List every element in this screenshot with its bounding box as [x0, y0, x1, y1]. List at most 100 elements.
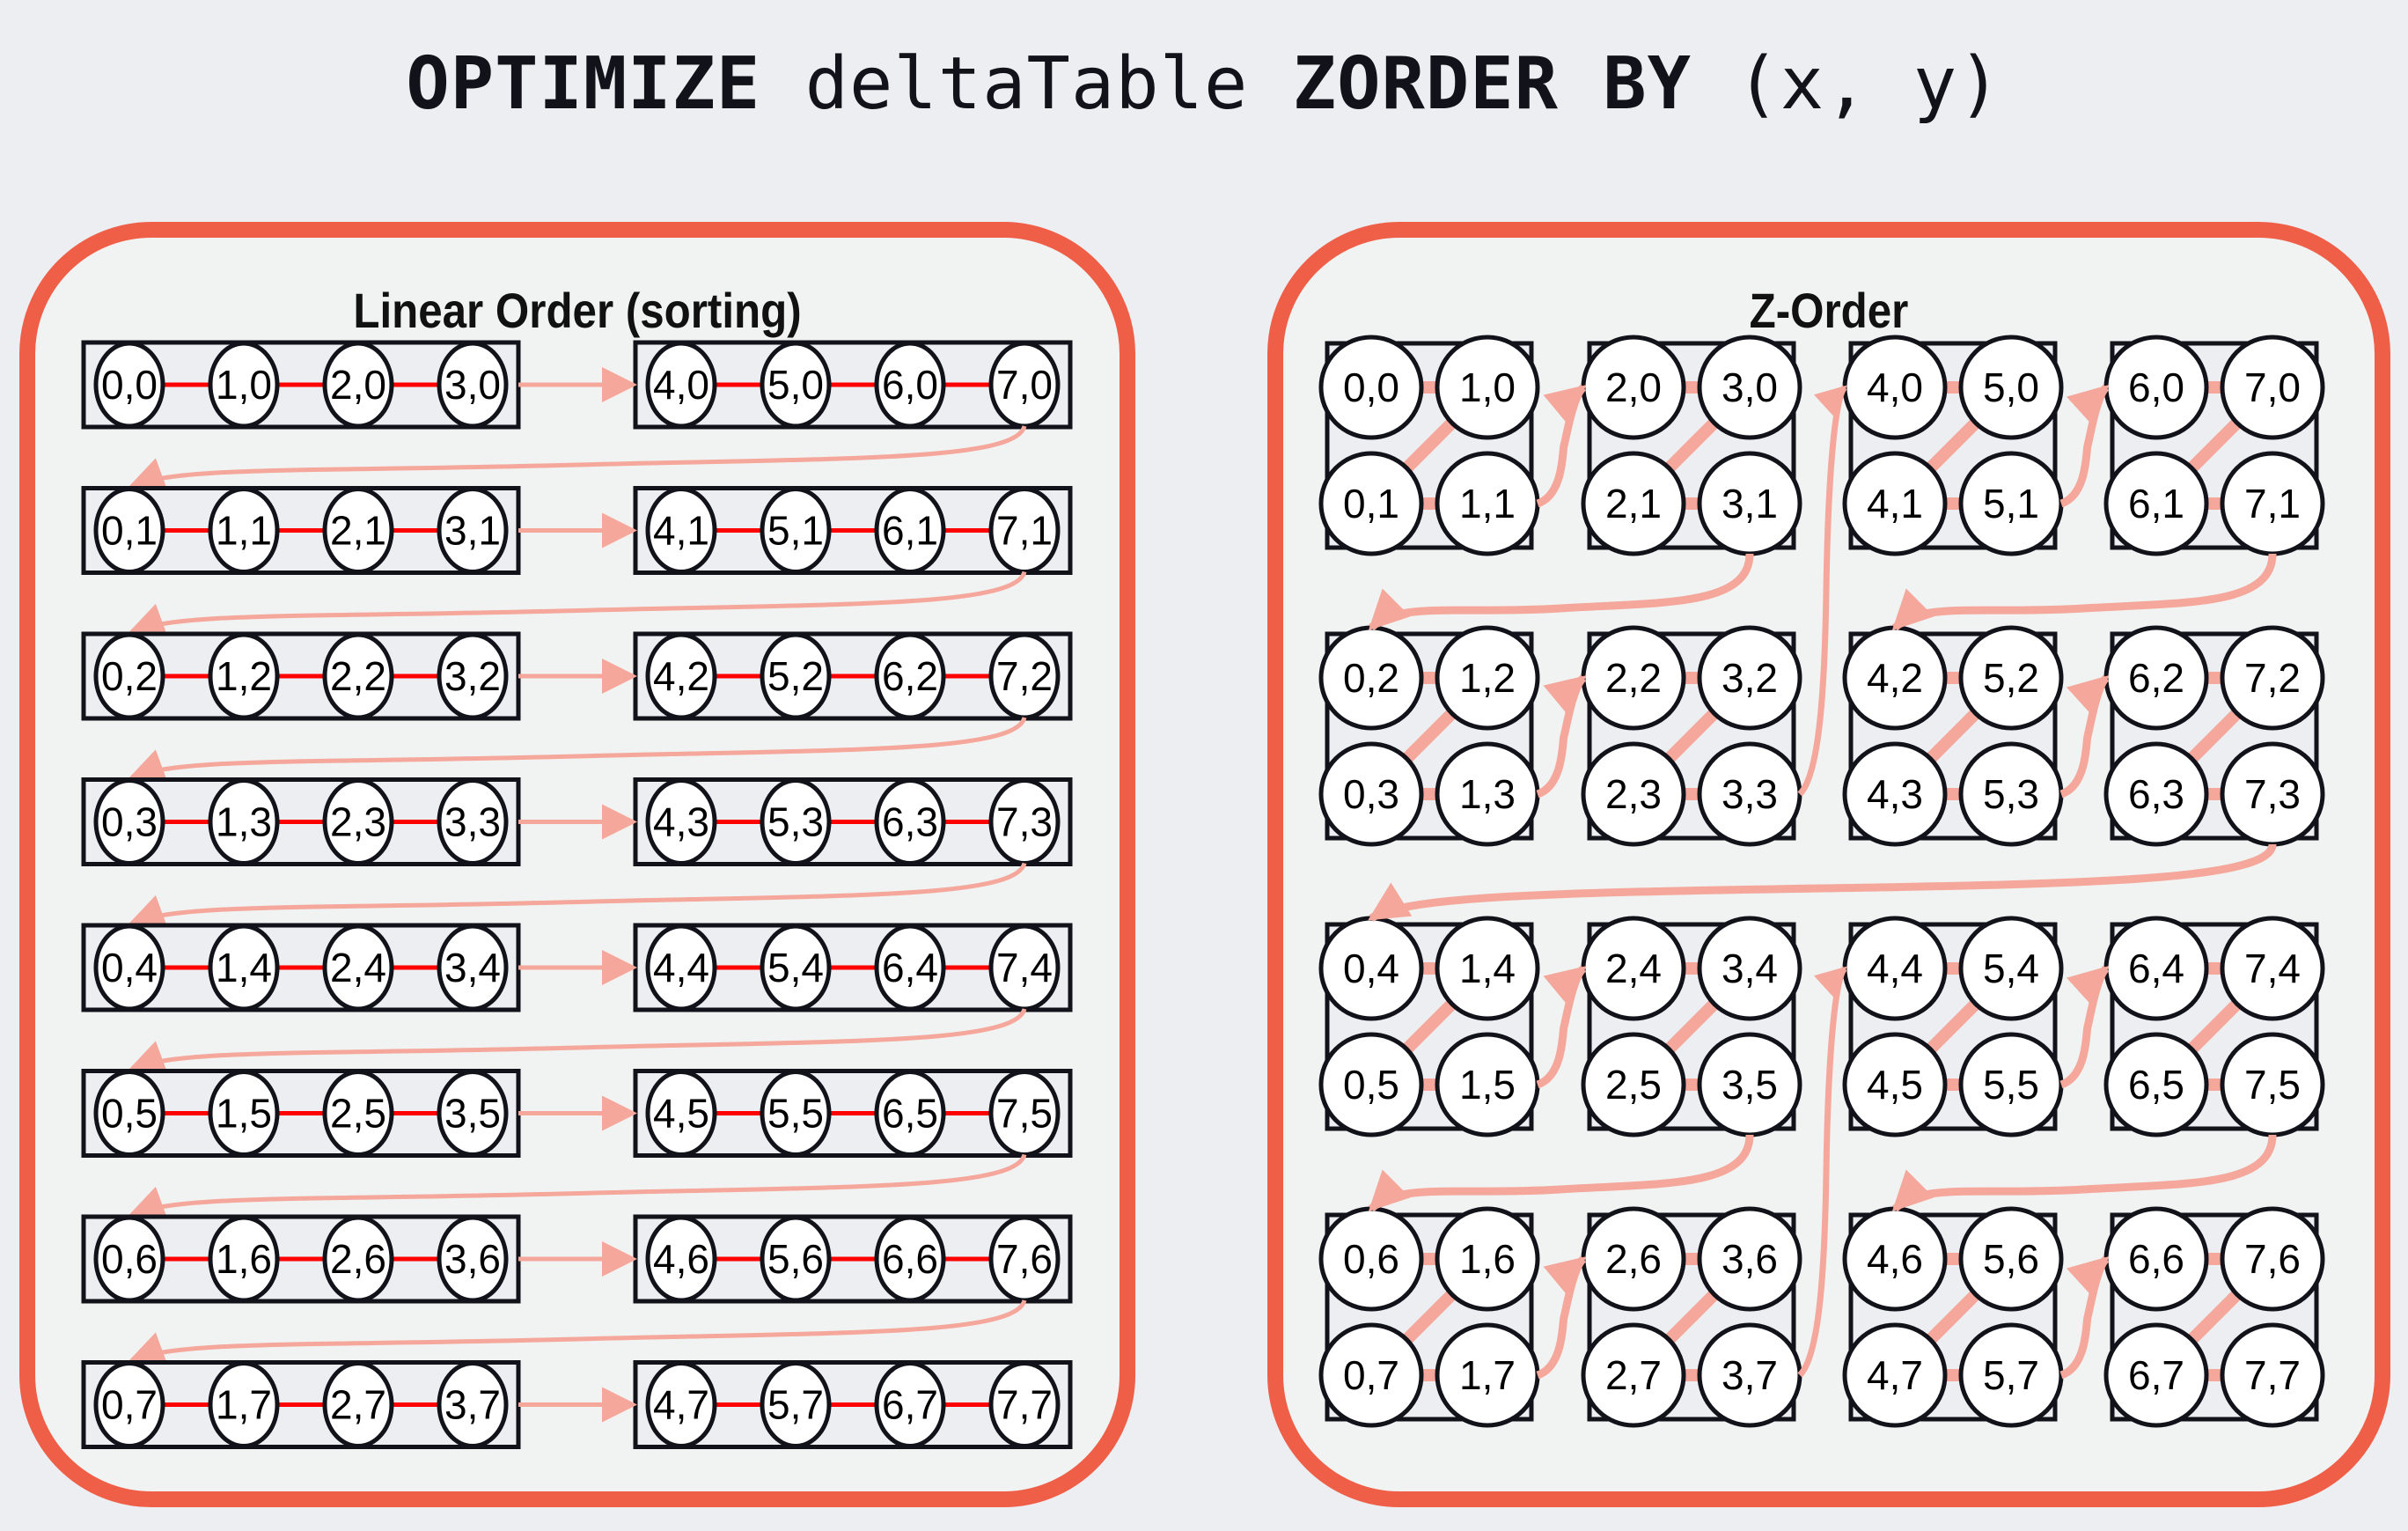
cell-node: 7,6: [988, 1215, 1061, 1303]
cell-node: 1,4: [208, 924, 280, 1012]
cell-node: 4,0: [645, 341, 717, 429]
cell-node: 7,7: [988, 1361, 1061, 1448]
cell-node: 6,1: [2103, 451, 2209, 556]
cell-node: 0,7: [93, 1361, 165, 1448]
cell-node: 4,2: [645, 632, 717, 720]
cell-node: 0,3: [93, 778, 165, 865]
cell-label: 4,3: [653, 799, 709, 845]
cell-label: 1,0: [216, 362, 272, 408]
cell-node: 0,7: [1318, 1322, 1424, 1428]
cell-label: 0,4: [101, 945, 158, 990]
cell-label: 1,7: [1459, 1352, 1516, 1398]
cell-label: 3,0: [1722, 364, 1778, 410]
cell-label: 3,3: [444, 799, 501, 845]
z-flow-arrow: [2059, 965, 2110, 1089]
cell-node: 5,4: [1958, 916, 2064, 1021]
cell-label: 4,4: [1867, 946, 1923, 991]
cell-label: 1,7: [216, 1382, 272, 1428]
cell-node: 0,4: [93, 924, 165, 1012]
cell-label: 5,4: [767, 945, 824, 990]
cell-label: 1,6: [216, 1236, 272, 1282]
cell-label: 5,1: [767, 508, 824, 554]
cell-label: 5,2: [1983, 655, 2039, 701]
cell-label: 2,3: [330, 799, 386, 845]
cell-node: 7,0: [988, 341, 1061, 429]
linear-order-title: Linear Order (sorting): [353, 283, 802, 338]
z-flow-arrow: [1536, 1255, 1587, 1380]
cell-label: 0,1: [101, 508, 158, 554]
cell-node: 0,6: [1318, 1206, 1424, 1312]
cell-node: 2,3: [322, 778, 394, 865]
cell-label: 4,2: [1867, 655, 1923, 701]
cell-label: 7,1: [996, 508, 1053, 554]
cell-label: 5,0: [1983, 364, 2039, 410]
cell-node: 0,0: [1318, 335, 1424, 440]
cell-label: 2,0: [1605, 364, 1662, 410]
cell-node: 3,7: [1697, 1322, 1802, 1428]
cell-node: 6,2: [2103, 625, 2209, 731]
cell-node: 3,3: [437, 778, 509, 865]
cell-node: 5,1: [1958, 451, 2064, 556]
cell-node: 4,0: [1842, 335, 1948, 440]
cell-label: 3,7: [444, 1382, 501, 1428]
cell-node: 2,5: [322, 1070, 394, 1157]
cell-node: 3,7: [437, 1361, 509, 1448]
z-flow-arrow: [1368, 843, 2277, 922]
cell-label: 3,1: [1722, 481, 1778, 526]
cell-node: 4,3: [645, 778, 717, 865]
cell-node: 4,7: [1842, 1322, 1948, 1428]
cell-node: 3,0: [437, 341, 509, 429]
cell-label: 4,5: [653, 1091, 709, 1137]
wrap-arrow: [128, 1008, 1027, 1074]
cell-label: 2,2: [1605, 655, 1662, 701]
cell-node: 3,1: [1697, 451, 1802, 556]
cell-label: 1,4: [216, 945, 272, 990]
cell-node: 4,6: [645, 1215, 717, 1303]
cell-label: 0,3: [101, 799, 158, 845]
cell-node: 3,6: [437, 1215, 509, 1303]
cell-label: 0,3: [1343, 771, 1399, 817]
cell-node: 7,4: [2220, 916, 2325, 1021]
cell-label: 5,4: [1983, 946, 2039, 991]
wrap-arrow: [128, 425, 1027, 491]
cell-node: 0,5: [1318, 1032, 1424, 1137]
cell-node: 7,1: [988, 487, 1061, 574]
cell-label: 3,4: [444, 945, 501, 990]
z-flow-arrow: [1797, 966, 1847, 1378]
cell-label: 0,6: [1343, 1236, 1399, 1282]
cell-node: 5,4: [760, 924, 832, 1012]
title-args: (x, y): [1736, 42, 2002, 126]
cell-label: 0,1: [1343, 481, 1399, 526]
cell-node: 1,3: [208, 778, 280, 865]
cell-label: 4,3: [1867, 771, 1923, 817]
cell-label: 7,4: [2244, 946, 2301, 991]
cell-label: 6,7: [2128, 1352, 2184, 1398]
cell-node: 2,7: [1581, 1322, 1686, 1428]
cell-node: 1,5: [208, 1070, 280, 1157]
wrap-arrow: [128, 717, 1027, 783]
cell-node: 3,1: [437, 487, 509, 574]
cell-label: 1,2: [216, 653, 272, 699]
cell-label: 6,1: [2128, 481, 2184, 526]
cell-label: 6,7: [882, 1382, 938, 1428]
cell-label: 7,7: [2244, 1352, 2301, 1398]
cell-label: 1,3: [216, 799, 272, 845]
cell-label: 5,2: [767, 653, 824, 699]
cell-node: 7,6: [2220, 1206, 2325, 1312]
cell-label: 4,2: [653, 653, 709, 699]
